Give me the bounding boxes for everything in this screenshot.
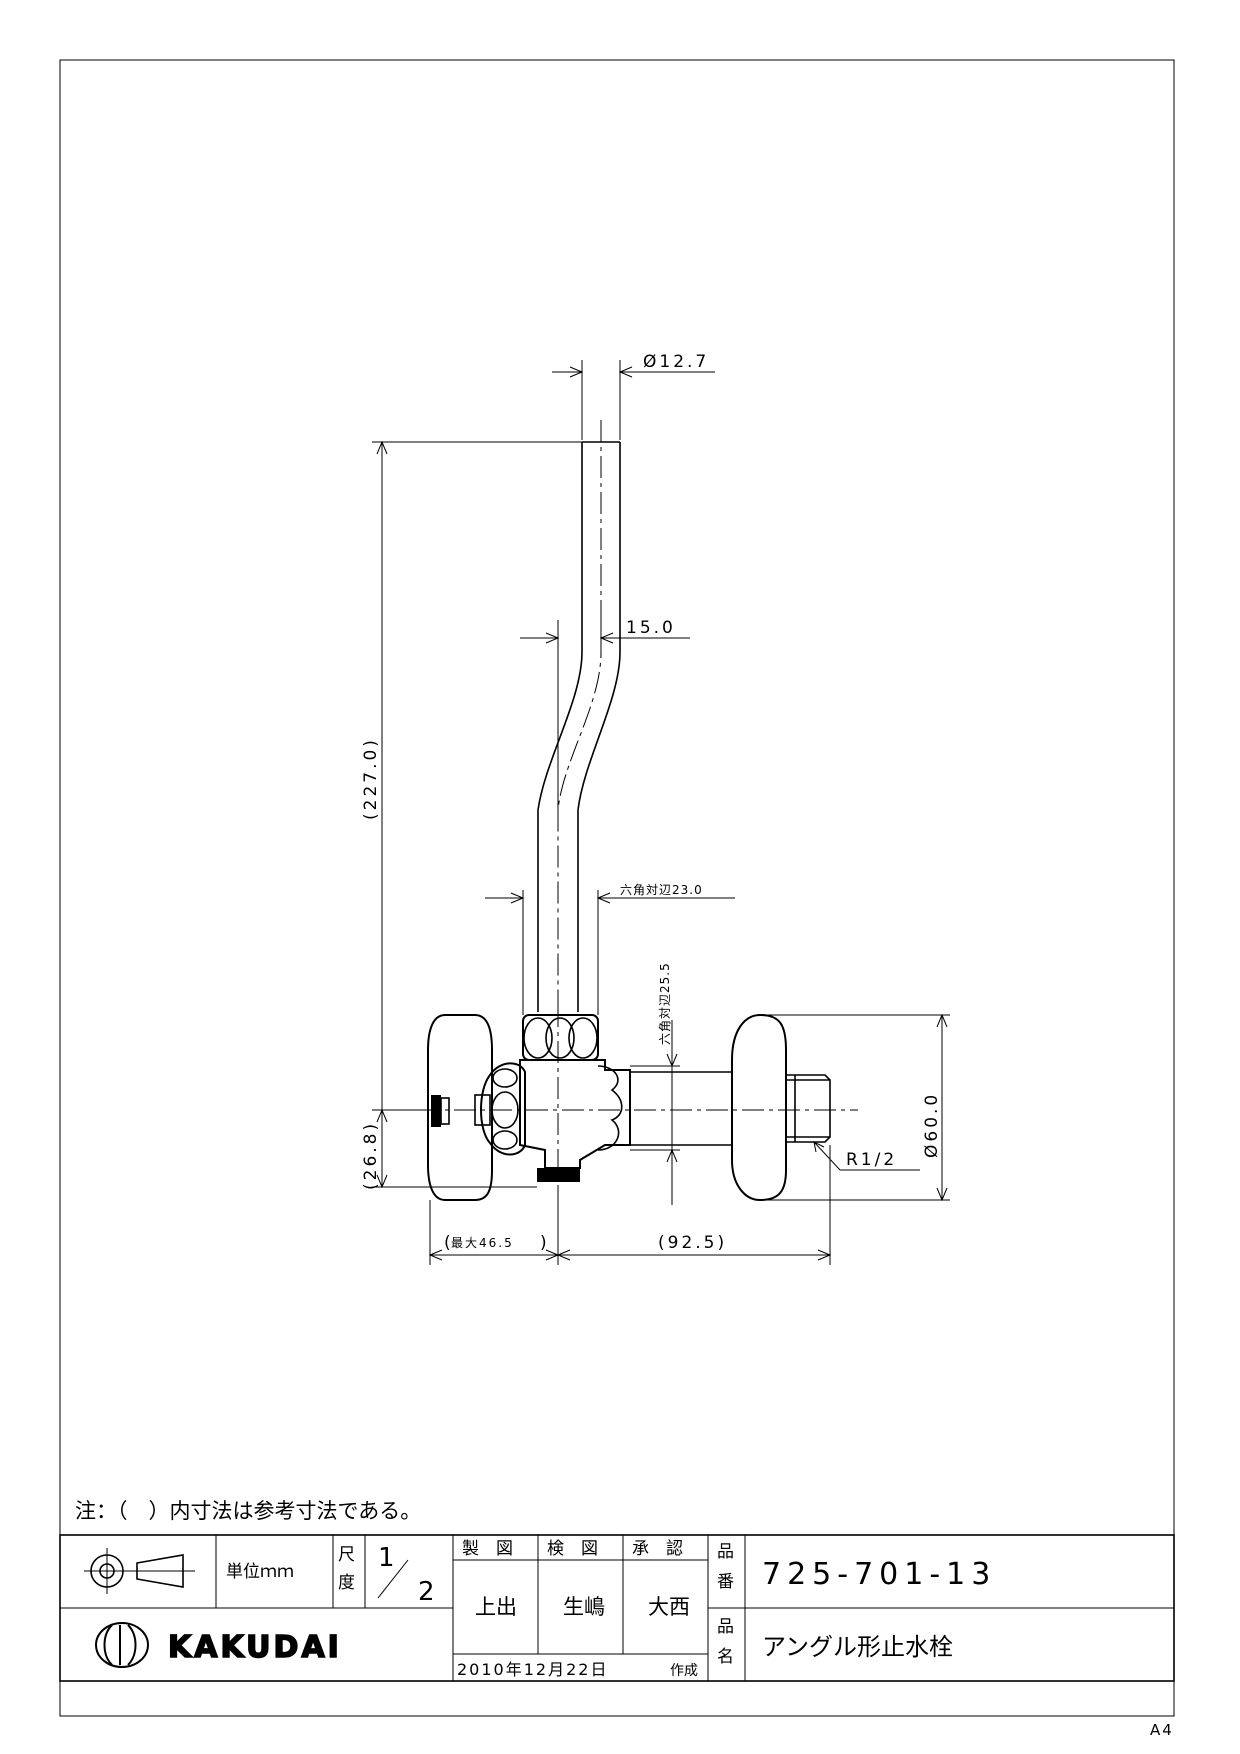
- company-logo-text: KAKUDAI: [168, 1630, 342, 1665]
- drawn-label: 製 図: [462, 1539, 513, 1559]
- hex-nut: [522, 1014, 599, 1061]
- scale-denominator: 2: [418, 1577, 435, 1607]
- valve-body: [519, 1059, 631, 1169]
- dim-offset: 15.0: [626, 618, 676, 638]
- handle-screw: [431, 1095, 441, 1127]
- dim-flange-diameter: Ø60.0: [922, 1092, 942, 1158]
- handle-knob: [427, 1014, 493, 1201]
- dim-thread: R1/2: [846, 1150, 897, 1170]
- threaded-end: [786, 1074, 831, 1143]
- dim-max-width-open: (: [444, 1233, 454, 1253]
- reference-note: 注：（ ）内寸法は参考寸法である。: [75, 1499, 421, 1523]
- title-block: 単位ｍｍ 尺 度 1 2 製 図 検 図 承 認 上出 生嶋 大西 2010年1…: [59, 1534, 1175, 1682]
- approved-label: 承 認: [632, 1539, 683, 1559]
- part-name: アングル形止水栓: [762, 1633, 953, 1661]
- kakudai-logo-icon: [95, 1622, 149, 1668]
- dimension-lines: Ø12.7 15.0 (227.0) 六角対辺23.0 六角対辺25.5: [361, 352, 950, 1265]
- valve-drawing: [418, 420, 858, 1202]
- scale-label-2: 度: [338, 1573, 355, 1593]
- scale-numerator: 1: [378, 1543, 395, 1573]
- bonnet-lobe-bottom: [492, 1130, 518, 1150]
- handle-screw-cap: [440, 1097, 450, 1125]
- part-no-label-1: 品: [717, 1542, 734, 1562]
- pipe-centerline: [557, 420, 602, 1020]
- creation-date: 2010年12月22日: [457, 1660, 608, 1679]
- drawn-by: 上出: [475, 1595, 517, 1619]
- dim-pipe-diameter: Ø12.7: [643, 352, 709, 372]
- paper-size: A4: [1150, 1721, 1174, 1739]
- part-name-label-1: 品: [717, 1617, 734, 1637]
- dim-hex-nut: 六角対辺23.0: [620, 883, 703, 897]
- dim-max-width-close: ): [540, 1233, 550, 1253]
- hex-nut-face-center: [545, 1017, 575, 1059]
- scale-label-1: 尺: [338, 1545, 355, 1565]
- body-hex: [597, 1065, 623, 1151]
- created-label: 作成: [670, 1663, 698, 1679]
- approved-by: 大西: [648, 1595, 690, 1619]
- part-no-label-2: 番: [717, 1572, 734, 1592]
- hex-nut-face-right: [568, 1017, 598, 1059]
- drawing-border: [59, 59, 1175, 1717]
- dim-max-width: 最大46.5: [451, 1236, 514, 1250]
- handle-bonnet: [480, 1062, 526, 1156]
- bonnet-lobe-top: [492, 1068, 518, 1088]
- dim-handle-height: (26.8): [361, 1121, 381, 1190]
- outlet-pipe: [630, 1071, 732, 1146]
- dim-height: (227.0): [361, 737, 381, 820]
- dim-length: (92.5): [658, 1233, 727, 1253]
- unit-label: 単位ｍｍ: [226, 1562, 294, 1582]
- checked-by: 生嶋: [563, 1595, 605, 1619]
- supply-pipe: [537, 441, 621, 1012]
- dim-hex-body: 六角対辺25.5: [658, 962, 672, 1045]
- projection-symbol-icon: [84, 1548, 195, 1594]
- checked-label: 検 図: [547, 1539, 598, 1559]
- hex-nut-face-left: [523, 1017, 553, 1059]
- part-name-label-2: 名: [717, 1647, 734, 1667]
- flange: [731, 1013, 787, 1202]
- part-number: 725-701-13: [762, 1557, 996, 1592]
